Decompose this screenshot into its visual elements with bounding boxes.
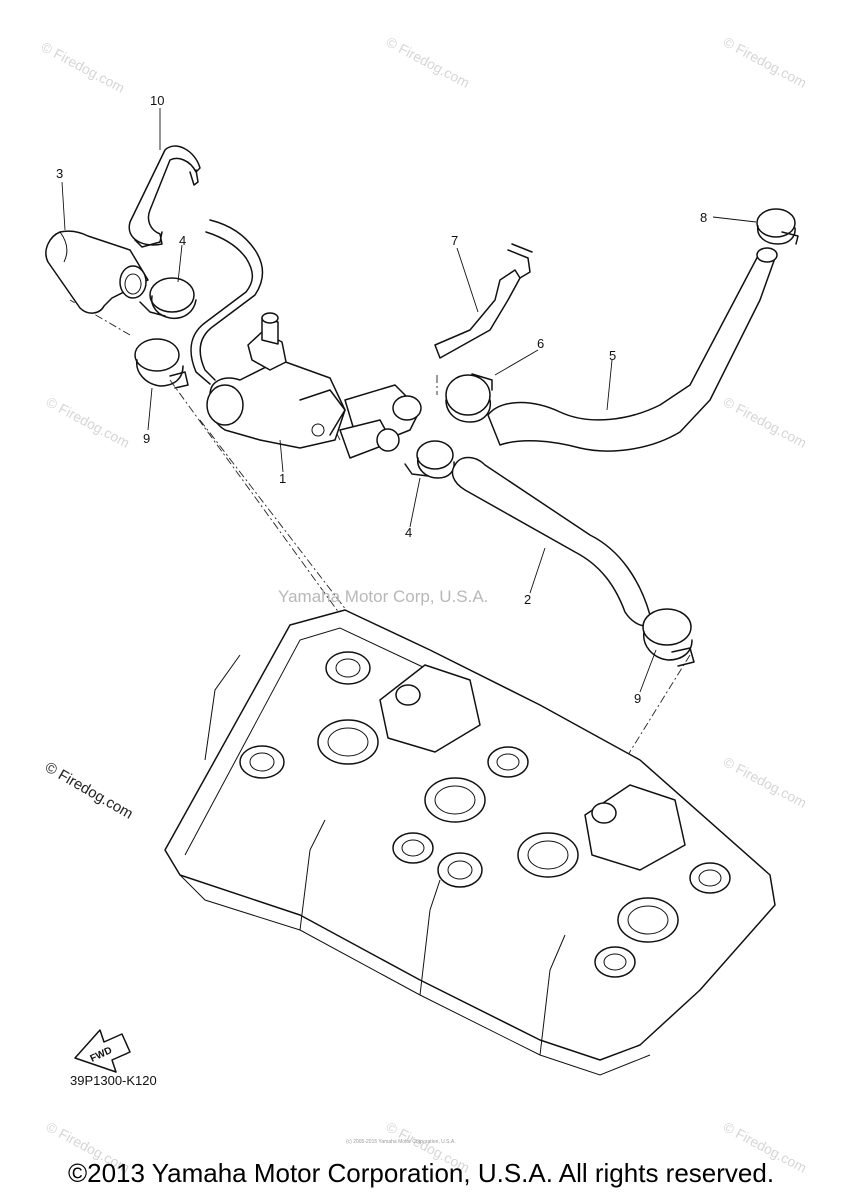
callout-3: 3 [56,166,63,181]
callout-1: 1 [279,471,286,486]
watermark-tile: © Firedog.com [384,34,473,91]
callout-9-left: 9 [143,431,150,446]
center-watermark: Yamaha Motor Corp, U.S.A. [278,587,488,606]
watermark-tile: © Firedog.com [721,754,810,811]
side-watermark: © Firedog.com [42,759,136,823]
watermark-tile: © Firedog.com [721,34,810,91]
part-9-clamp-left [134,338,189,389]
part-6-clamp [445,373,493,423]
callout-7: 7 [451,233,458,248]
cylinder-head-cover [164,609,776,1076]
part-2-hose [451,456,651,627]
watermark-tile: © Firedog.com [721,394,810,451]
callout-6: 6 [537,336,544,351]
part-8-clamp [756,208,799,245]
callout-9-right: 9 [634,691,641,706]
callout-4-lower: 4 [405,525,412,540]
part-7-bracket [434,243,533,359]
part-1-valve [190,219,422,459]
part-3-hose [45,230,149,314]
part-4-clamp-upper [139,277,197,320]
watermark-tile: © Firedog.com [39,39,128,96]
leader-lines [61,108,757,693]
fwd-arrow-icon: FWD [74,1029,131,1073]
part-4-clamp-lower [404,440,455,479]
callout-2: 2 [524,592,531,607]
tiny-credit: (c) 2005-2015 Yamaha Motor Corporation, … [346,1139,456,1145]
callout-4-upper: 4 [179,233,186,248]
callouts: 10 3 4 7 8 6 5 9 1 4 2 9 [56,93,707,706]
copyright-footer: ©2013 Yamaha Motor Corporation, U.S.A. A… [67,1158,775,1188]
diagram-code: 39P1300-K120 [70,1073,157,1088]
callout-5: 5 [609,348,616,363]
part-10-clamp [128,145,201,248]
assembly-lines [69,299,691,801]
part-5-hose [487,247,778,452]
watermark-tile: © Firedog.com [44,394,133,451]
part-9-clamp-right [642,608,695,667]
callout-8: 8 [700,210,707,225]
callout-10: 10 [150,93,164,108]
